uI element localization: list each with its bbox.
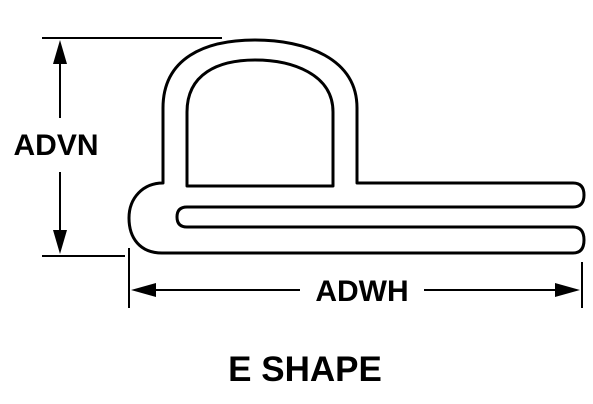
- advn-arrowhead-top: [53, 40, 67, 64]
- seal-profile-outline: [127, 38, 586, 255]
- adwh-label: ADWH: [315, 275, 408, 308]
- advn-label: ADVN: [13, 129, 98, 162]
- adwh-arrowhead-right: [555, 283, 580, 297]
- diagram-caption: E SHAPE: [228, 350, 382, 389]
- advn-arrowhead-bottom: [53, 230, 67, 254]
- seal-bulb-inner: [185, 58, 335, 188]
- adwh-arrowhead-left: [131, 283, 156, 297]
